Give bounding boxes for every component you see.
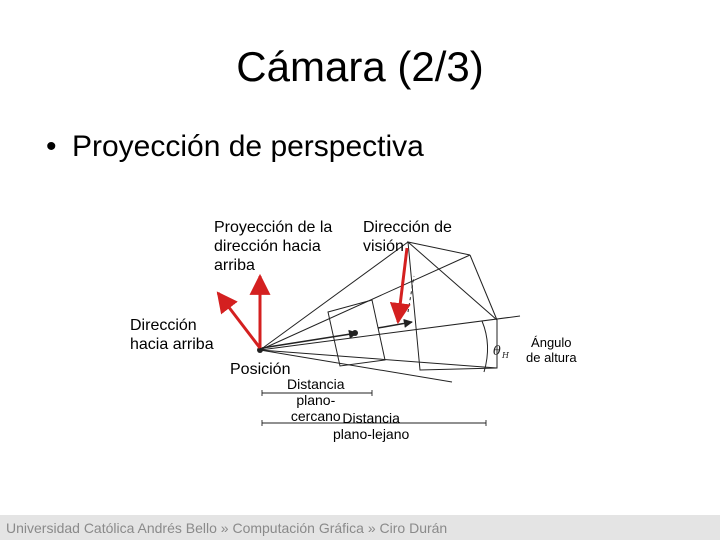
view-frustum (259, 240, 521, 383)
view-axis (259, 315, 521, 351)
view-direction-arrow (261, 329, 358, 349)
near-plane (327, 299, 386, 367)
footer-bar: Universidad Católica Andrés Bello » Comp… (0, 515, 720, 540)
bullet-marker: • (46, 130, 57, 163)
far-distance-label: Distancia plano-lejano (333, 410, 410, 442)
theta-symbol: θ (493, 344, 501, 359)
frustum-top-edge (259, 241, 409, 351)
far-plane (407, 240, 498, 371)
up-direction-arrow (216, 291, 262, 349)
view-direction-dot (352, 330, 358, 336)
frustum-lower-edge (259, 349, 453, 383)
distance-dimensions (261, 390, 487, 426)
frustum-bottom-edge (259, 349, 498, 369)
bullet-text: Proyección de perspectiva (72, 130, 424, 163)
height-angle-arc (481, 320, 488, 373)
view-direction-red-arrow (389, 247, 411, 325)
view-direction-label: Dirección de visión (363, 219, 452, 255)
slide-title: Cámara (2/3) (236, 43, 484, 90)
near-distance-label: Distancia plano- cercano (287, 376, 345, 424)
height-angle-label: Ángulo de altura (526, 335, 577, 365)
position-label: Posición (230, 361, 291, 378)
up-projection-label: Proyección de la dirección hacia arriba (214, 219, 333, 274)
up-direction-label: Dirección hacia arriba (130, 317, 214, 353)
frustum-upper-edge (259, 254, 471, 351)
footer-text: Universidad Católica Andrés Bello » Comp… (6, 520, 448, 536)
theta-subscript: H (501, 351, 510, 360)
